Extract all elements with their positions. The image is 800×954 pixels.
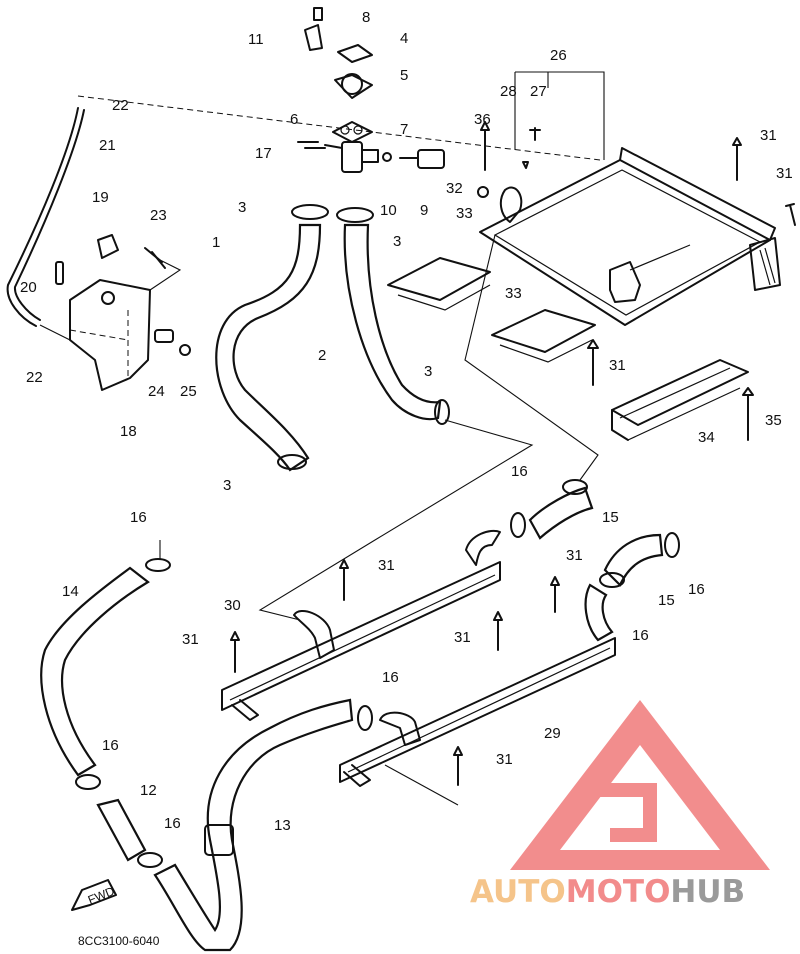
part-label-16: 16: [632, 627, 649, 644]
part-label-31: 31: [182, 631, 199, 648]
part-label-33: 33: [456, 205, 473, 222]
part-label-24: 24: [148, 383, 165, 400]
part-label-16: 16: [102, 737, 119, 754]
part-label-27: 27: [530, 83, 547, 100]
part-label-3: 3: [424, 363, 432, 380]
part-label-9: 9: [420, 202, 428, 219]
hose-14: [40, 566, 150, 777]
part-label-16: 16: [130, 509, 147, 526]
part-label-17: 17: [255, 145, 272, 162]
part-label-5: 5: [400, 67, 408, 84]
bracket-33-lower: [491, 309, 596, 363]
part-label-33: 33: [505, 285, 522, 302]
watermark-auto: AUTO: [470, 874, 566, 910]
part-label-3: 3: [223, 477, 231, 494]
part-label-22: 22: [26, 369, 43, 386]
part-label-16: 16: [164, 815, 181, 832]
bracket-33-upper: [387, 257, 491, 311]
part-label-18: 18: [120, 423, 137, 440]
part-label-7: 7: [400, 121, 408, 138]
part-label-21: 21: [99, 137, 116, 154]
part-label-10: 10: [380, 202, 397, 219]
hose-2: [343, 223, 442, 421]
part-label-6: 6: [290, 111, 298, 128]
part-label-31: 31: [760, 127, 777, 144]
part-label-34: 34: [698, 429, 715, 446]
hose-13: [153, 698, 354, 952]
part-label-11: 11: [248, 31, 264, 48]
hose-15-upper: [528, 486, 594, 540]
radiator-panel: [479, 147, 781, 326]
part-label-12: 12: [140, 782, 157, 799]
part-label-31: 31: [454, 629, 471, 646]
overflow-hose: [6, 107, 79, 327]
watermark-hub: HUB: [670, 874, 745, 910]
diagram-code: 8CC3100-6040: [78, 934, 160, 948]
part-label-23: 23: [150, 207, 167, 224]
bolts: [151, 121, 796, 786]
part-label-25: 25: [180, 383, 197, 400]
part-label-16: 16: [511, 463, 528, 480]
watermark-logo-icon: [510, 700, 770, 870]
part-labels: 1233334567891011121314151516161616161616…: [20, 9, 793, 834]
part-label-28: 28: [500, 83, 517, 100]
part-label-20: 20: [20, 279, 37, 296]
part-label-14: 14: [62, 583, 79, 600]
part-label-35: 35: [765, 412, 782, 429]
part-label-2: 2: [318, 347, 326, 364]
part-label-22: 22: [112, 97, 129, 114]
part-label-15: 15: [602, 509, 619, 526]
hose-clamps: [75, 204, 680, 868]
part-label-32: 32: [446, 180, 463, 197]
radiator-29: [339, 637, 616, 787]
radiator-30: [221, 530, 501, 721]
part-label-15: 15: [658, 592, 675, 609]
part-label-31: 31: [776, 165, 793, 182]
part-label-8: 8: [362, 9, 370, 26]
part-label-26: 26: [550, 47, 567, 64]
part-label-30: 30: [224, 597, 241, 614]
part-label-36: 36: [474, 111, 491, 128]
part-label-16: 16: [382, 669, 399, 686]
part-label-16: 16: [688, 581, 705, 598]
part-label-31: 31: [566, 547, 583, 564]
reservoir-tank: [55, 234, 191, 391]
fwd-arrow-icon: FWD: [71, 879, 117, 911]
part-label-31: 31: [496, 751, 513, 768]
hose-15-lower: [603, 533, 664, 587]
hose-1: [215, 223, 322, 472]
part-label-13: 13: [274, 817, 291, 834]
hose-12: [96, 798, 147, 862]
leader-lines: [39, 71, 605, 806]
part-label-31: 31: [609, 357, 626, 374]
part-label-1: 1: [212, 234, 220, 251]
bracket-34: [611, 359, 749, 441]
part-label-3: 3: [393, 233, 401, 250]
part-label-3: 3: [238, 199, 246, 216]
part-label-29: 29: [544, 725, 561, 742]
part-label-4: 4: [400, 30, 408, 47]
watermark-text: AUTOMOTOHUB: [470, 874, 745, 910]
part-label-19: 19: [92, 189, 109, 206]
filler-neck-assembly: [297, 7, 445, 173]
part-label-31: 31: [378, 557, 395, 574]
watermark-moto: MOTO: [566, 874, 671, 910]
